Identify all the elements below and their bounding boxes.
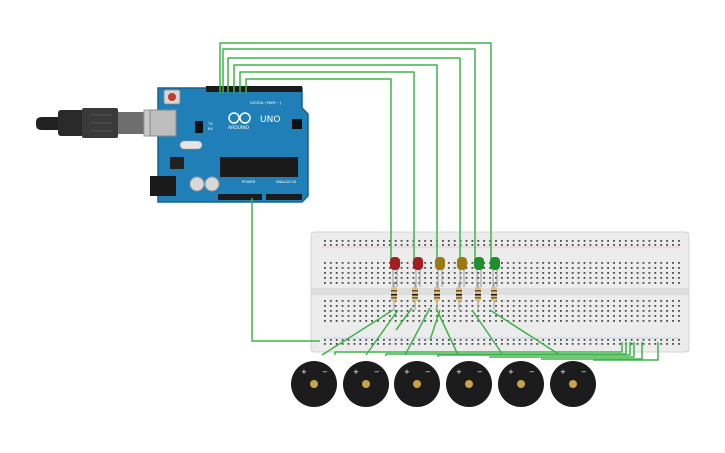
atmega-chip xyxy=(220,157,298,177)
buzzer-plus-label: + xyxy=(508,368,514,376)
wire-buzzer3 xyxy=(404,307,431,356)
digital-pins-label: DIGITAL (PWM ~) xyxy=(250,101,282,105)
buzzer-minus-label: − xyxy=(322,368,328,376)
power-header xyxy=(218,194,262,200)
wire-buzzer6 xyxy=(489,309,561,356)
arduino-uno-board[interactable]: ARDUINO UNO DIGITAL (PWM ~) POWER ANALOG… xyxy=(149,86,309,203)
analog-pins-label: ANALOG IN xyxy=(276,180,296,184)
buzzer-plus-label: + xyxy=(560,368,566,376)
wire-led6 xyxy=(219,42,492,262)
wire-led2 xyxy=(239,71,415,262)
resistor[interactable] xyxy=(434,282,440,310)
wires xyxy=(219,42,659,361)
wire-buzzer2 xyxy=(365,307,413,356)
buzzer-minus-label: − xyxy=(581,368,587,376)
led-red[interactable] xyxy=(390,257,400,287)
buzzer-minus-label: − xyxy=(374,368,380,376)
wire-led5 xyxy=(222,48,476,262)
wire-led4 xyxy=(227,57,461,262)
piezo-buzzer[interactable]: +− xyxy=(343,361,389,407)
wire-buzzer5 xyxy=(471,309,504,356)
buzzer-minus-label: − xyxy=(529,368,535,376)
piezo-buzzer[interactable]: +− xyxy=(394,361,440,407)
led-red[interactable] xyxy=(413,257,423,287)
led-yellow[interactable] xyxy=(457,257,467,287)
power-jack xyxy=(150,176,176,196)
buzzer-plus-label: + xyxy=(353,368,359,376)
buzzer-plus-label: + xyxy=(301,368,307,376)
buzzer-plus-label: + xyxy=(456,368,462,376)
led-yellow[interactable] xyxy=(435,257,445,287)
wire-led3 xyxy=(233,64,438,262)
rx-label: RX xyxy=(208,127,213,131)
analog-header xyxy=(266,194,302,200)
breadboard[interactable] xyxy=(310,231,690,353)
digital-header xyxy=(206,86,302,92)
piezo-buzzer[interactable]: +− xyxy=(498,361,544,407)
buzzer-plus-label: + xyxy=(404,368,410,376)
resistor[interactable] xyxy=(475,282,481,310)
piezo-buzzer[interactable]: +− xyxy=(291,361,337,407)
usb-jack xyxy=(149,109,177,137)
wire-ground xyxy=(251,198,320,342)
wire-led1 xyxy=(245,78,392,262)
buzzer-minus-label: − xyxy=(425,368,431,376)
buzzer-group: +−+−+−+−+−+− xyxy=(291,361,596,407)
resistor[interactable] xyxy=(412,282,418,310)
power-pins-label: POWER xyxy=(242,180,256,184)
resistor[interactable] xyxy=(456,282,462,310)
led-green[interactable] xyxy=(490,257,500,287)
piezo-buzzer[interactable]: +− xyxy=(446,361,492,407)
breadboard-holes xyxy=(324,240,680,345)
led-green[interactable] xyxy=(474,257,484,287)
led-group xyxy=(390,257,500,287)
piezo-buzzer[interactable]: +− xyxy=(550,361,596,407)
wire-buzzer4 xyxy=(429,307,459,356)
buzzer-minus-label: − xyxy=(477,368,483,376)
resistor[interactable] xyxy=(491,282,497,310)
tx-label: TX xyxy=(207,122,213,126)
resistor[interactable] xyxy=(391,282,397,310)
arduino-logo-icon xyxy=(228,112,251,124)
arduino-brand-label: ARDUINO xyxy=(228,125,250,131)
wire-buzzer1 xyxy=(321,309,394,356)
resistor-group xyxy=(391,282,497,310)
wire-return xyxy=(334,346,659,361)
arduino-model-label: UNO xyxy=(260,115,280,125)
